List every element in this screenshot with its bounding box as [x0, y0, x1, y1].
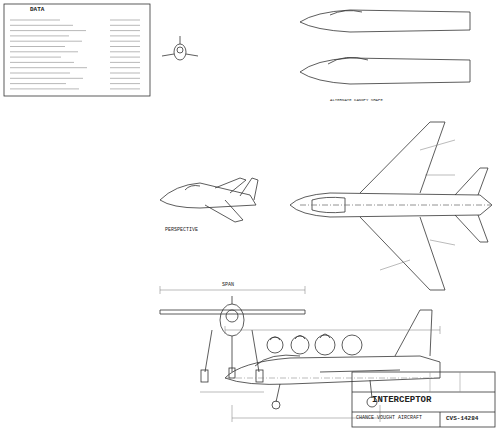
table-row — [10, 20, 140, 21]
table-row — [10, 51, 140, 52]
title-text: INTERCEPTOR — [372, 396, 431, 405]
title-block — [352, 372, 495, 427]
company-name: CHANCE VOUGHT AIRCRAFT — [356, 416, 422, 421]
dimension-label: SPAN — [222, 283, 234, 288]
table-heading: DATA — [30, 7, 44, 13]
drawing-number: CVS-14284 — [446, 416, 478, 422]
front-view-small — [162, 36, 198, 60]
plan-view — [290, 122, 492, 290]
table-row — [10, 30, 140, 31]
perspective-view — [160, 178, 258, 222]
front-view — [160, 286, 305, 392]
table-row — [10, 88, 140, 89]
table-row — [10, 57, 140, 58]
table-row — [10, 67, 140, 68]
side-view — [225, 310, 440, 422]
table-row — [10, 25, 140, 26]
view-label: PERSPECTIVE — [165, 228, 198, 233]
table-row — [10, 78, 140, 79]
table-row — [10, 62, 140, 63]
fuselage-side-views — [300, 10, 470, 84]
view-label: ALTERNATE CANOPY SHAPE — [330, 98, 383, 102]
table-row — [10, 35, 140, 36]
cross-sections — [267, 334, 362, 355]
table-row — [10, 46, 140, 47]
table-row — [10, 73, 140, 74]
table-row — [10, 83, 140, 84]
table-row — [10, 41, 140, 42]
table-rows — [10, 20, 140, 89]
data-table — [4, 4, 150, 96]
